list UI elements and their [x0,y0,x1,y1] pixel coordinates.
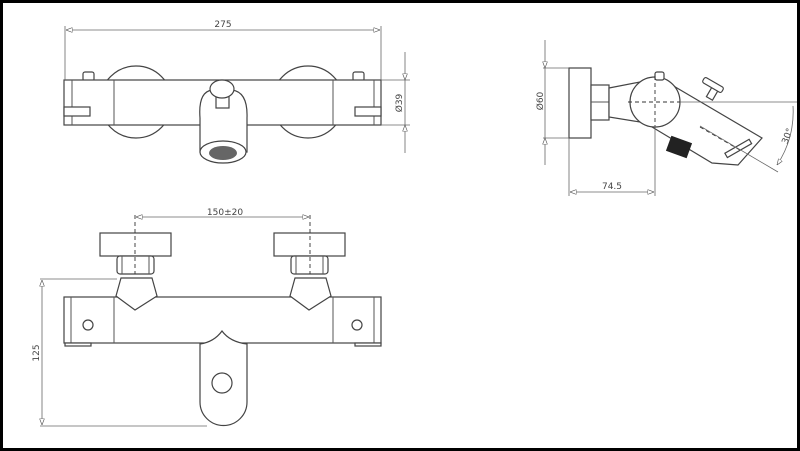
angle-arc [777,105,794,165]
diameter-39-dimension: Ø39 [394,93,405,112]
width-dimension: 275 [214,20,231,30]
left-collar [115,277,158,311]
height-dimension: 125 [32,344,42,361]
angle-dimension: 30° [781,127,796,145]
front-view: 150±20 125 [32,208,382,427]
diverter-knob [209,79,235,99]
diverter-knob-front [211,372,233,394]
hose-connector [665,135,693,159]
left-nut [116,255,155,275]
diameter-60-dimension: Ø60 [535,91,546,110]
right-hole [351,319,363,331]
right-wall-flange-front [273,232,346,257]
aerator-mesh [209,146,237,160]
side-view: 30° Ø60 74.5 [535,40,797,196]
depth-dimension: 74.5 [602,182,622,192]
right-lever [354,106,382,117]
cross-handle [702,77,724,93]
left-hole [82,319,94,331]
left-lever [63,106,91,117]
left-wall-flange-front [99,232,172,257]
right-collar [289,277,332,311]
top-view: 275 Ø39 [63,20,410,164]
spacing-dimension: 150±20 [207,208,243,218]
wall-flange-side [568,67,592,139]
cap-side [654,71,665,81]
right-nut [290,255,329,275]
